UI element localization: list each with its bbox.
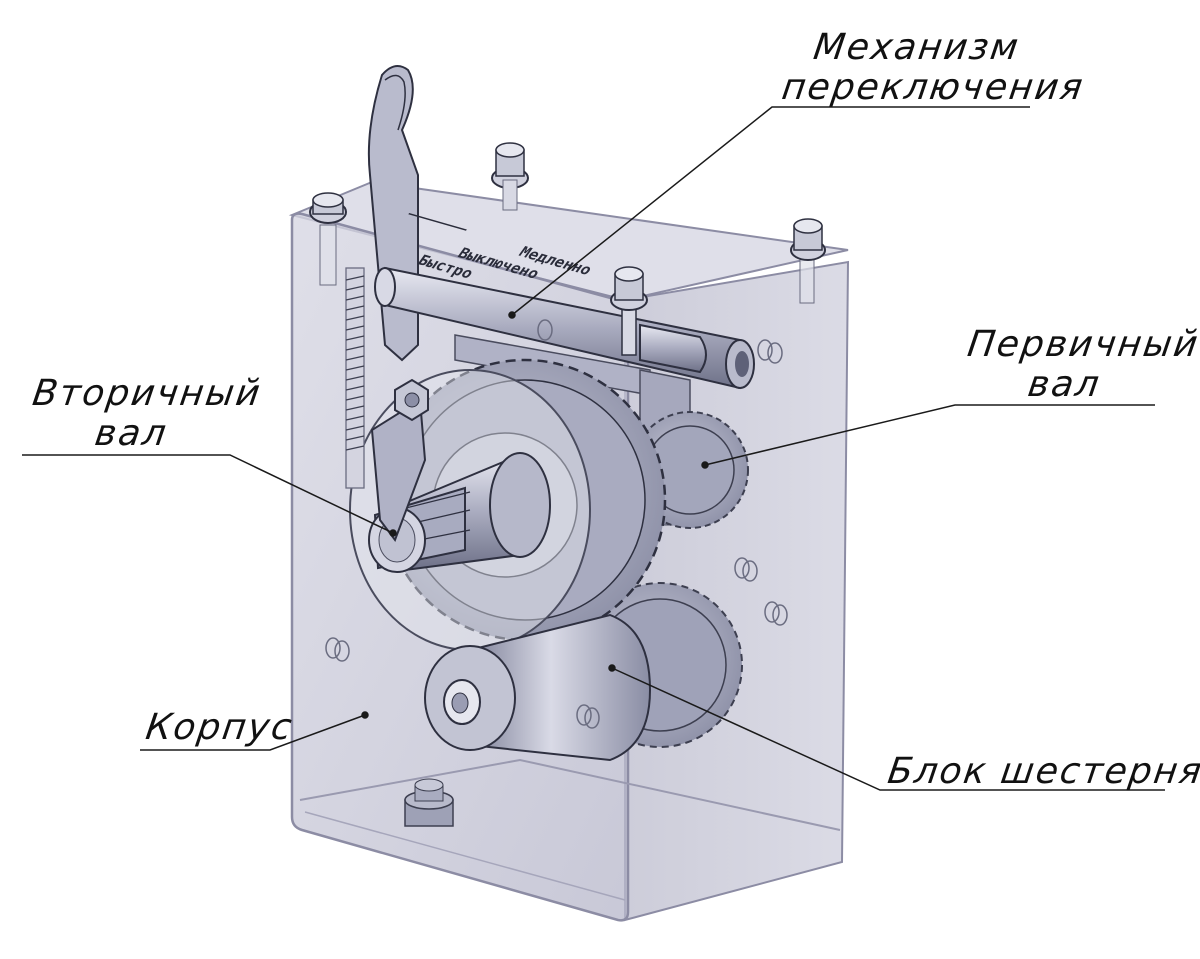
- label-gear-block: Блок шестерня: [885, 751, 1200, 792]
- label-secondary-shaft-line1: Вторичный: [30, 373, 265, 414]
- label-shift-mechanism-line1: Механизм: [811, 27, 1023, 68]
- label-primary-shaft-line1: Первичный: [965, 324, 1200, 365]
- label-secondary-shaft: Вторичный вал: [24, 373, 265, 454]
- label-housing-line1: Корпус: [143, 707, 297, 748]
- bolt-left: [309, 192, 347, 286]
- housing-bottom-rim: [299, 758, 841, 831]
- bolt-right: [790, 218, 826, 304]
- leader-secondary-shaft: [22, 454, 394, 534]
- label-gear-block-line1: Блок шестерня: [885, 751, 1200, 792]
- shift-mechanism-shaft: [374, 266, 755, 390]
- mounting-holes: [325, 319, 788, 729]
- label-shift-mechanism-line2: переключения: [779, 67, 1087, 108]
- housing-bottom-inner: [304, 811, 626, 901]
- leader-lines: [22, 106, 1165, 791]
- bolt-back: [491, 142, 529, 211]
- leader-primary-shaft: [704, 404, 1155, 466]
- leader-housing: [140, 714, 366, 751]
- label-primary-shaft-line2: вал: [1025, 364, 1104, 405]
- leader-shift-mechanism: [511, 106, 1030, 316]
- label-secondary-shaft-line2: вал: [92, 413, 171, 454]
- gear-block: [424, 613, 652, 762]
- spring: [345, 267, 365, 489]
- label-primary-shaft: Первичный вал: [959, 324, 1200, 405]
- label-housing: Корпус: [143, 707, 297, 748]
- label-shift-mechanism: Механизм переключения: [779, 27, 1092, 108]
- secondary-shaft: [368, 452, 551, 573]
- bolt-front: [610, 266, 648, 356]
- leader-gear-block: [611, 667, 1165, 791]
- bottom-nut: [404, 778, 454, 827]
